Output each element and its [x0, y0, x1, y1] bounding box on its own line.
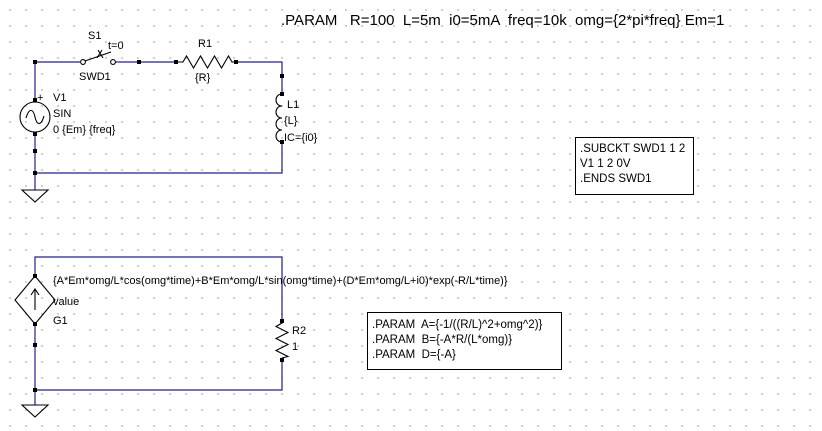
resistor-r1-value: {R} — [195, 72, 211, 84]
param-statement-top[interactable]: .PARAM R=100 L=5m i0=5mA freq=10k omg={2… — [281, 12, 725, 29]
g1-name: G1 — [53, 315, 68, 327]
switch-s1-time-label: t=0 — [108, 40, 124, 52]
switch-s1-model: SWD1 — [79, 71, 111, 83]
lower-circuit-wires[interactable] — [34, 256, 283, 391]
inductor-l1-ic: IC={i0} — [284, 132, 318, 144]
v1-plus-sign: + — [37, 92, 43, 104]
resistor-r2-name: R2 — [292, 325, 306, 337]
voltage-source-v1[interactable]: + V1 SIN 0 {Em} {freq} — [19, 92, 116, 136]
subckt-definition-box[interactable]: .SUBCKT SWD1 1 2 V1 1 2 0V .ENDS SWD1 — [575, 137, 694, 195]
param-line: .PARAM B={-A*R/(L*omg)} — [372, 334, 513, 346]
switch-s1-name: S1 — [88, 30, 101, 42]
v1-type: SIN — [53, 108, 71, 120]
g1-value-label: value — [53, 296, 79, 308]
resistor-r1[interactable]: R1 {R} — [178, 38, 234, 84]
switch-s1[interactable]: S1 t=0 SWD1 — [79, 30, 124, 83]
ground-lower[interactable] — [20, 390, 50, 418]
ground-upper[interactable] — [20, 173, 50, 203]
upper-circuit-wires[interactable] — [34, 61, 283, 174]
resistor-r2-value: 1 — [292, 341, 298, 353]
resistor-r1-name: R1 — [198, 38, 212, 50]
subckt-line: .ENDS SWD1 — [580, 173, 652, 185]
resistor-r2[interactable]: R2 1 — [274, 321, 306, 360]
inductor-l1[interactable]: L1 {L} IC={i0} — [275, 93, 318, 144]
param-definition-box[interactable]: .PARAM A={-1/((R/L)^2+omg^2)} .PARAM B={… — [367, 312, 562, 370]
param-line: .PARAM A={-1/((R/L)^2+omg^2)} — [372, 319, 543, 331]
v1-name: V1 — [53, 92, 66, 104]
param-line: .PARAM D={-A} — [372, 349, 456, 361]
subckt-line: .SUBCKT SWD1 1 2 — [580, 143, 686, 155]
inductor-l1-value: {L} — [284, 115, 298, 127]
subckt-line: V1 1 2 0V — [580, 158, 631, 170]
inductor-l1-name: L1 — [287, 99, 299, 111]
g1-expression[interactable]: {A*Em*omg/L*cos(omg*time)+B*Em*omg/L*sin… — [53, 275, 508, 287]
connection-nodes — [33, 60, 284, 392]
v1-params: 0 {Em} {freq} — [53, 124, 116, 136]
